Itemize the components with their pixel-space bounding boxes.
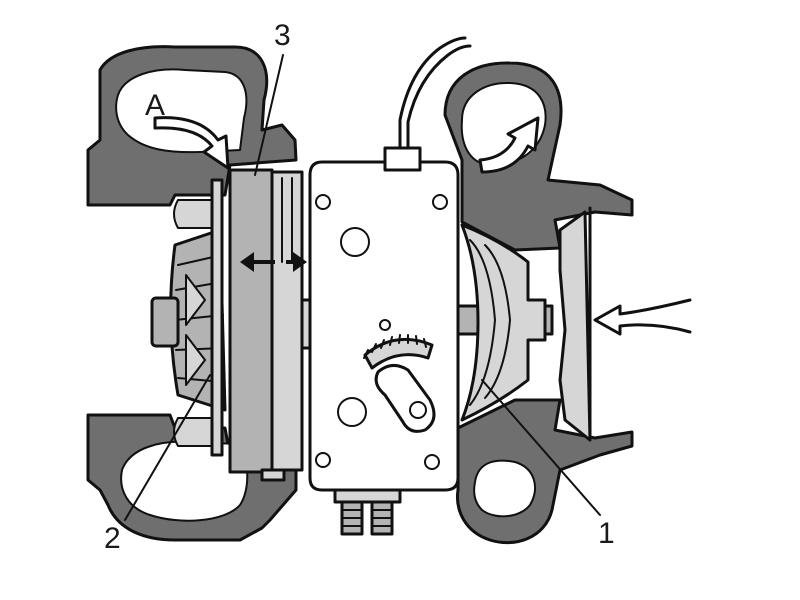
compressor-outflow-arrow-icon — [478, 116, 540, 174]
exhaust-inflow-arrow-icon — [153, 116, 230, 170]
label-1: 1 — [598, 517, 615, 550]
compressor-inlet — [558, 206, 592, 442]
actuator-cable — [398, 36, 472, 150]
turbine-housing — [86, 45, 298, 542]
compressor-housing — [443, 61, 634, 545]
movement-arrows-icon — [240, 252, 307, 272]
label-2: 2 — [104, 522, 121, 555]
vane-ring — [210, 168, 304, 482]
leader-lines — [124, 54, 601, 521]
oil-connectors — [333, 488, 402, 536]
air-inflow-arrow-icon — [593, 298, 692, 336]
compressor-wheel — [460, 223, 547, 422]
gear-segment — [363, 334, 436, 433]
bearing-housing — [308, 146, 460, 492]
label-3: 3 — [274, 19, 291, 52]
label-a: A — [145, 89, 165, 122]
